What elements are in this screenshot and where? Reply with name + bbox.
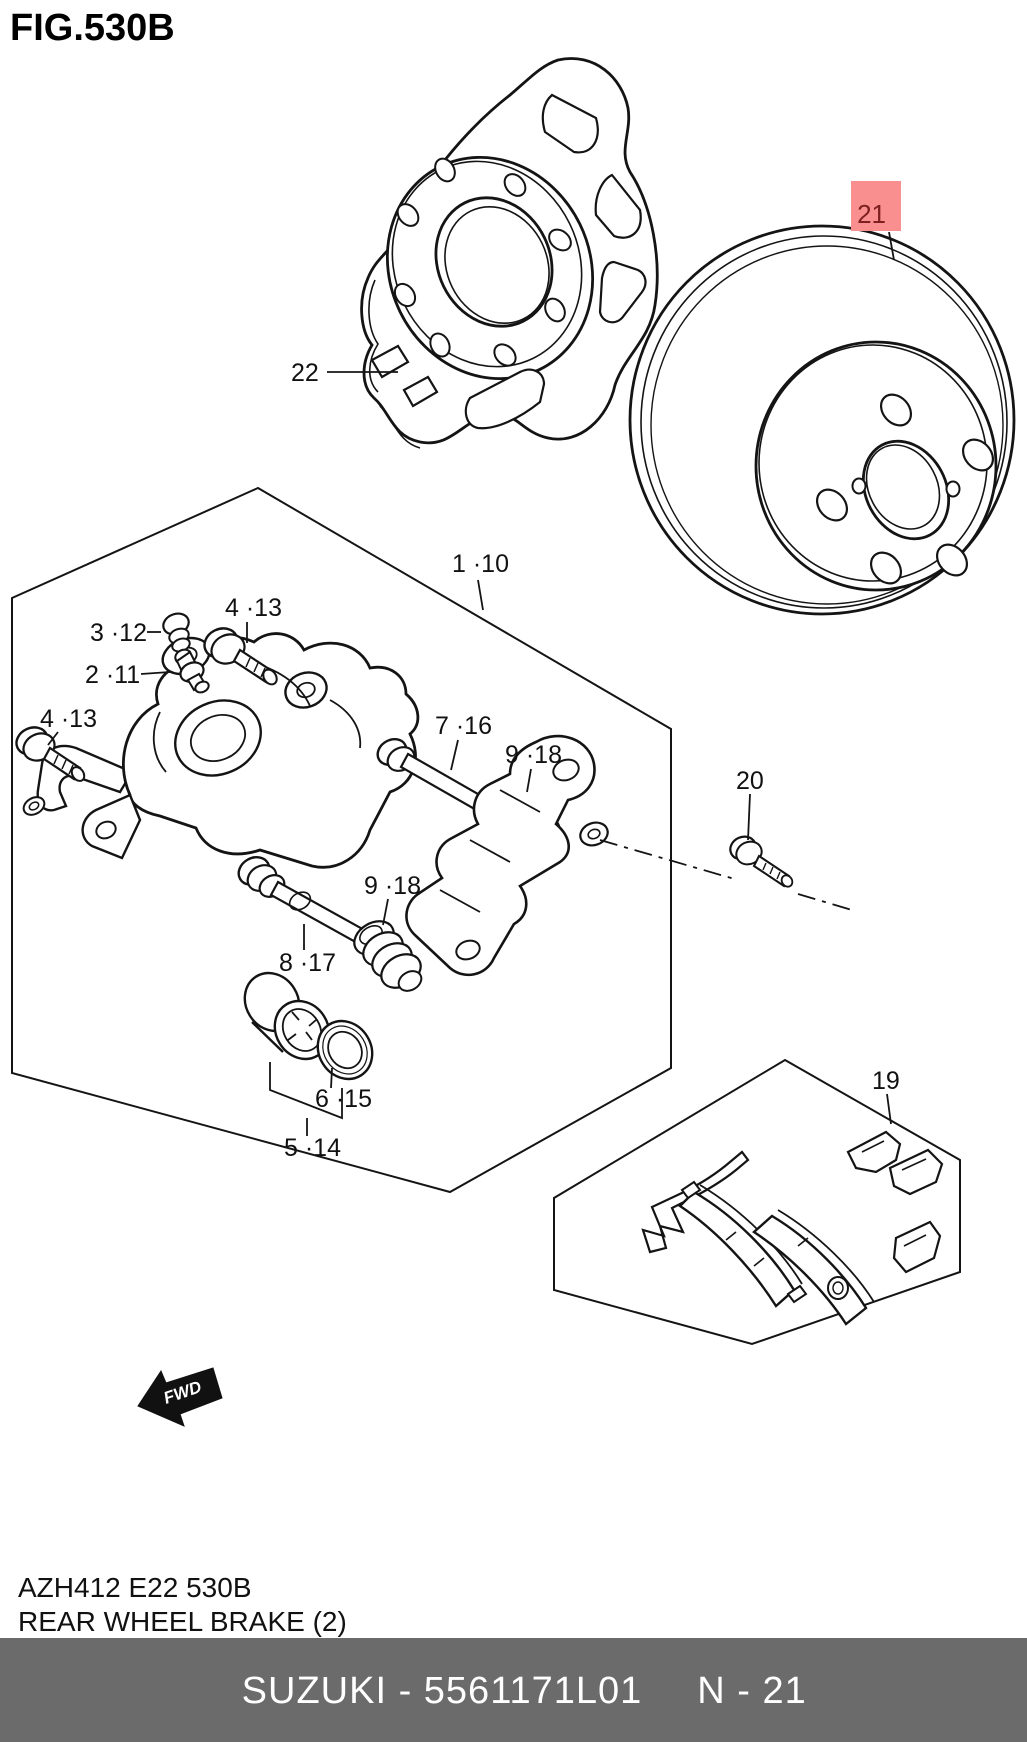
brake-pad-2 [752, 1209, 875, 1326]
hose-eye-ring [22, 796, 46, 816]
callout-piston-seal[interactable]: 6 ·15 [315, 1085, 372, 1113]
caliper-lug-hole [95, 820, 117, 840]
caliper-bolt-upper-drawing [203, 627, 278, 686]
caliper-assembly-box [11, 486, 672, 1194]
caption-title: REAR WHEEL BRAKE (2) [18, 1606, 347, 1637]
callout-pin-boot-lower[interactable]: 9 ·18 [364, 872, 421, 900]
caliper-detail-line2 [329, 699, 362, 749]
carrier-bracket-drawing [405, 734, 609, 977]
disc-hub-hole [861, 439, 951, 541]
highlight-box[interactable] [851, 181, 901, 231]
carrier-mount-ring [579, 821, 609, 847]
backing-plate-edge-echo [368, 279, 379, 393]
pad-retainer-clips [846, 1130, 944, 1196]
piston-seal-drawing [316, 1019, 374, 1081]
callout-bleeder-screw[interactable]: 2 ·11 [85, 661, 140, 689]
footer-part-number: SUZUKI - 5561171L01 [242, 1670, 643, 1712]
callout-backing-plate[interactable]: 22 [291, 359, 319, 387]
disc-hub-echo [865, 444, 941, 530]
bleeder-cap-drawing [162, 612, 191, 653]
callout-piston-set[interactable]: 5 ·14 [284, 1134, 341, 1162]
fwd-arrow: FWD [137, 1367, 223, 1427]
callout-caliper-bolt-lower[interactable]: 4 ·13 [40, 705, 97, 733]
piston-bore-inner [190, 713, 246, 763]
callout-guide-pin-upper[interactable]: 7 ·16 [435, 712, 492, 740]
leader-lines [47, 231, 895, 1136]
callout-bleeder-cap[interactable]: 3 ·12 [90, 619, 147, 647]
carrier-rails [439, 789, 541, 913]
callout-caliper-bolt-upper[interactable]: 4 ·13 [225, 594, 282, 622]
caption-code: AZH412 E22 530B [18, 1572, 252, 1603]
plate-slots [370, 93, 647, 430]
carrier-ear-hole-upper [552, 758, 580, 782]
caliper-ear-ring [284, 671, 328, 709]
callout-pad-set[interactable]: 19 [872, 1067, 900, 1095]
plate-bolt-holes [393, 157, 572, 367]
brake-disc-drawing [628, 224, 1016, 616]
carrier-bolt-drawing [729, 835, 794, 888]
caliper-ear-hole [296, 681, 316, 699]
callout-carrier-bolt[interactable]: 20 [736, 767, 764, 795]
callout-pin-boot-upper[interactable]: 9 ·18 [505, 741, 562, 769]
piston-drawing [243, 971, 331, 1061]
disc-rim-echo [640, 235, 1008, 609]
plate-hub-hole [434, 196, 554, 328]
caliper-detail-line3 [152, 711, 167, 773]
carrier-outline [405, 734, 596, 977]
pin-boot-lower-drawing [353, 920, 423, 992]
pad-shim-line [903, 1234, 927, 1247]
caliper-body-drawing [22, 632, 420, 869]
backing-plate-edge-echo2 [379, 405, 421, 449]
piston-bore [174, 699, 262, 777]
plate-hub-hole-echo [444, 205, 550, 325]
footer-bar [0, 1638, 1027, 1742]
callout-caliper-assembly[interactable]: 1 ·10 [452, 550, 509, 578]
backing-plate-drawing [360, 57, 659, 449]
bolt-axis-dashline-left [599, 839, 739, 881]
footer-page-number: N - 21 [697, 1670, 806, 1712]
callout-guide-pin-lower[interactable]: 8 ·17 [279, 949, 336, 977]
carrier-mount-hole [587, 828, 601, 840]
disc-face-ring [650, 245, 1004, 605]
disc-stud-holes [815, 393, 995, 585]
pad-shim [892, 1220, 942, 1274]
fwd-arrow-shape [137, 1367, 223, 1427]
figure-title: FIG.530B [10, 7, 175, 49]
carrier-ear-hole-lower [455, 939, 481, 961]
hose-eye-hole [28, 801, 40, 811]
pad-kit-box [553, 1058, 961, 1346]
bleeder-screw-drawing [174, 648, 210, 694]
pad-kit-drawing [641, 1130, 944, 1326]
bolt-axis-dashline-right [797, 893, 853, 911]
caliper-bolt-lower-drawing [15, 726, 86, 782]
callout-brake-disc[interactable]: 21 [857, 199, 886, 229]
